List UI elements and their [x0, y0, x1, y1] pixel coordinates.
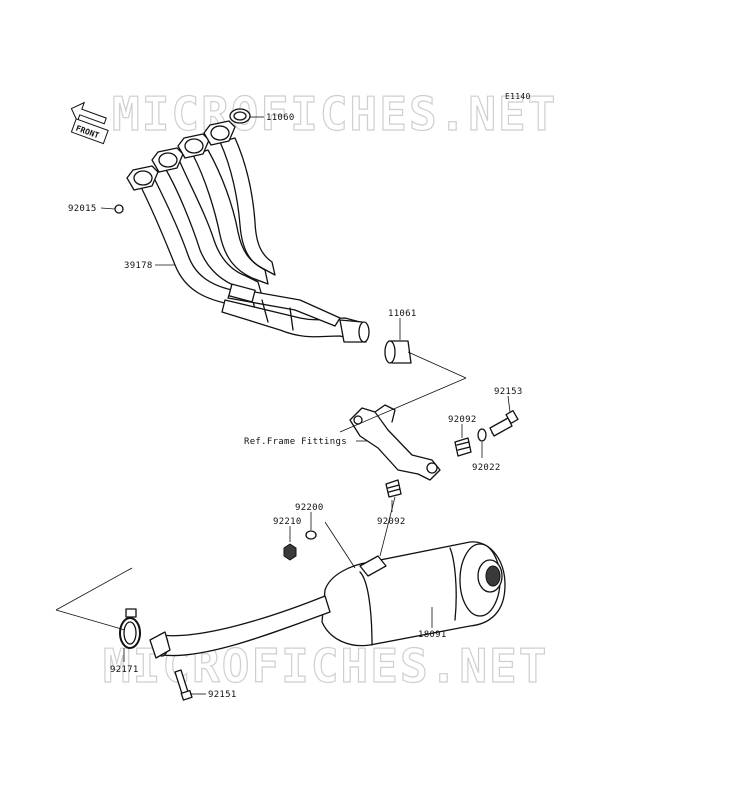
ref-frame-fittings-label: Ref.Frame Fittings — [244, 437, 347, 447]
exhaust-header-pipe — [126, 120, 370, 343]
nut-part — [114, 204, 124, 214]
muffler-bracket — [349, 404, 441, 481]
part-label-92022: 92022 — [472, 463, 501, 473]
clamp-part — [119, 608, 141, 649]
part-label-18091: 18091 — [418, 630, 447, 640]
part-label-39178: 39178 — [124, 261, 153, 271]
part-label-92153: 92153 — [494, 387, 523, 397]
part-label-92171: 92171 — [110, 665, 139, 675]
rubber-damper-lower — [385, 479, 402, 498]
rubber-damper-upper — [454, 437, 472, 457]
part-label-92200: 92200 — [295, 503, 324, 513]
diagram-code: E1140 — [505, 92, 531, 101]
part-label-92092-upper: 92092 — [448, 415, 477, 425]
part-label-92015: 92015 — [68, 204, 97, 214]
watermark-top: MICROFICHES.NET — [112, 87, 557, 141]
part-label-11061: 11061 — [388, 309, 417, 319]
part-label-92151: 92151 — [208, 690, 237, 700]
washer-part — [477, 428, 487, 442]
connector-gasket-part — [384, 340, 412, 364]
front-arrow-icon: FRONT — [70, 101, 109, 145]
part-label-92092-lower: 92092 — [377, 517, 406, 527]
muffler-part — [149, 541, 506, 659]
part-label-11060: 11060 — [266, 113, 295, 123]
bolt-upper — [489, 410, 519, 437]
leader-lines — [55, 116, 511, 695]
part-label-92210: 92210 — [273, 517, 302, 527]
nut-lower-part — [283, 543, 297, 561]
washer-small-part — [305, 530, 317, 540]
